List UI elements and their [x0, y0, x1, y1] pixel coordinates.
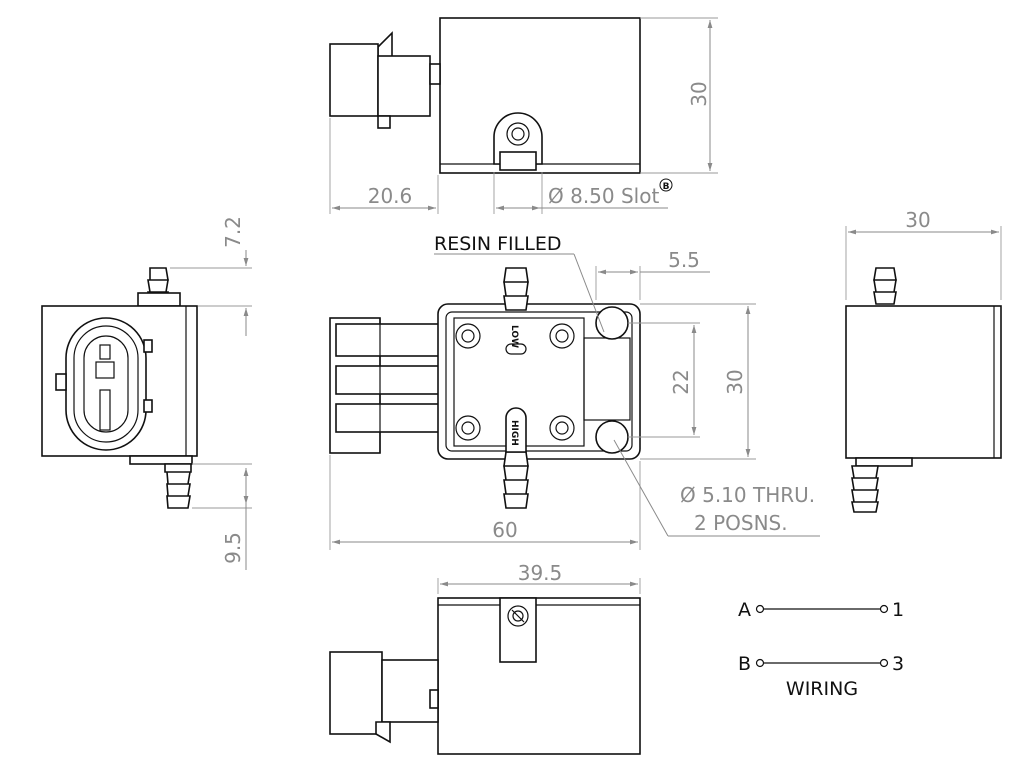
- slot-dia-label: Ø 8.50 Slot: [548, 184, 659, 208]
- slot-note-marker: [659, 178, 673, 192]
- dim-center-length-label: 60: [492, 518, 517, 542]
- dim-right-width-label: 30: [905, 208, 930, 232]
- top-connector-housing: [329, 43, 379, 117]
- bottom-view: 39.5: [329, 561, 641, 755]
- bottom-view-body: [437, 597, 641, 755]
- wiring-pin-b: B: [738, 653, 751, 675]
- bottom-slot-boss: [499, 597, 537, 663]
- wiring-pin-a: A: [738, 599, 751, 621]
- high-port-label: HIGH: [509, 420, 519, 446]
- dim-center-height-label: 30: [723, 369, 747, 394]
- dim-left-bottom-label: 9.5: [221, 532, 245, 564]
- thru-hole-bottom: [595, 420, 629, 454]
- bottom-connector: [329, 651, 383, 735]
- dim-center-offset-label: 5.5: [668, 248, 700, 272]
- dim-top-height-label: 30: [687, 81, 711, 106]
- dim-bottom-width-label: 39.5: [518, 561, 563, 585]
- left-bottom-barb: [164, 463, 192, 509]
- dim-left-top-label: 7.2: [221, 216, 245, 248]
- wiring-pin-1: 1: [892, 599, 904, 621]
- right-view-body: [845, 305, 1002, 459]
- top-slot-hole: [506, 122, 530, 146]
- wiring-pin-3: 3: [892, 653, 904, 675]
- center-high-barb: [503, 451, 529, 509]
- wiring-diagram: A 1 B 3 WIRING: [738, 599, 904, 700]
- slot-note-marker-label: B: [663, 182, 670, 192]
- thru-hole-label: Ø 5.10 THRU.: [680, 483, 815, 507]
- dim-top-connector-label: 20.6: [368, 184, 413, 208]
- center-low-barb: [503, 267, 529, 311]
- top-view: 30 20.6 Ø 8.50 Slot B: [329, 17, 718, 214]
- wiring-title: WIRING: [786, 678, 858, 700]
- right-top-barb: [873, 267, 897, 305]
- right-bottom-barb: [851, 465, 879, 513]
- left-view: 7.2 9.5: [41, 216, 252, 570]
- right-view: 30: [845, 208, 1002, 513]
- center-view: LOW HIGH RESIN FILLED 5.5 22 30 60 Ø 5.1…: [329, 233, 820, 550]
- resin-filled-label: RESIN FILLED: [434, 233, 561, 255]
- low-port-label: LOW: [509, 325, 519, 348]
- dim-hole-pitch-label: 22: [669, 369, 693, 394]
- positions-label: 2 POSNS.: [694, 511, 788, 535]
